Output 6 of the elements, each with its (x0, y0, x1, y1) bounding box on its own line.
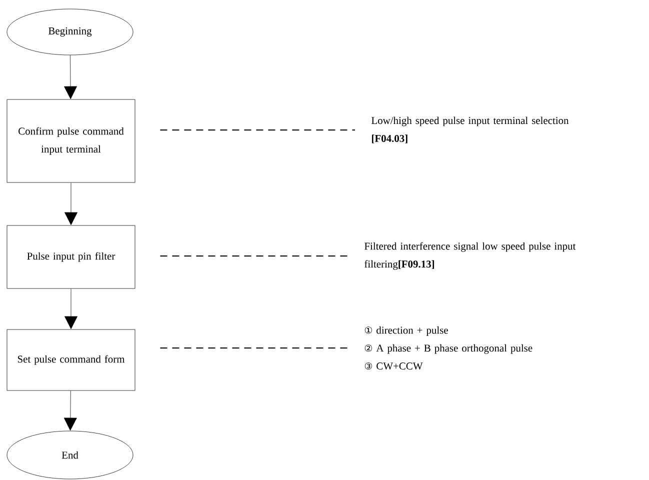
process-box: Set pulse command form (6, 329, 136, 391)
process-box: Confirm pulse command input terminal (6, 99, 136, 183)
note-text: ① direction + pulse ② A phase + B phase orthogonal pulse ③ CW+CCW (364, 326, 532, 370)
note-text: Filtered interference signal low speed pulse input filtering[F09.13] (364, 242, 576, 270)
process-box: Pulse input pin filter (6, 225, 136, 289)
note-text: Low/high speed pulse input terminal selection [F04.03] (372, 116, 569, 144)
